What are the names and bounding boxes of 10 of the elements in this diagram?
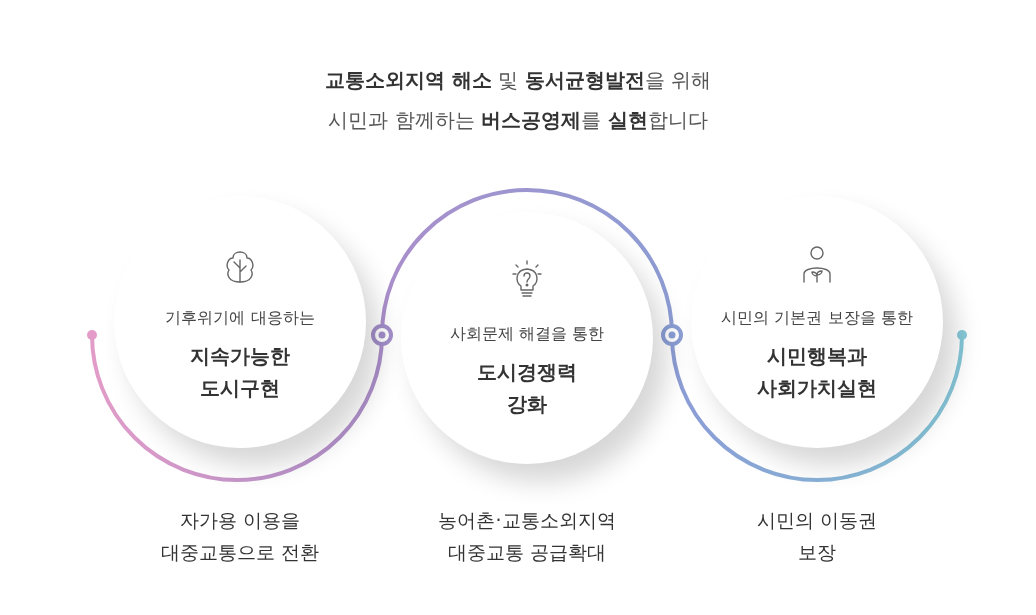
subtitle: 기후위기에 대응하는 [164,308,316,329]
heading: 교통소외지역 해소 및 동서균형발전을 위해 시민과 함께하는 버스공영제를 실현합니다 [323,67,712,134]
subtitle: 시민의 기본권 보장을 통한 [720,308,914,329]
goal-text: 시민행복과 사회가치실현 [756,343,878,402]
goal-text: 지속가능한 도시구현 [189,343,291,402]
subtitle: 사회문제 해결을 통한 [448,324,606,345]
goal-text: 도시경쟁력 강화 [476,359,578,418]
node-label: 자가용 이용을 대중교통으로 전환 [159,508,320,565]
node-label: 농어촌·교통소외지역 대중교통 공급확대 [437,508,617,565]
node-label: 시민의 이동권 보장 [755,508,878,565]
